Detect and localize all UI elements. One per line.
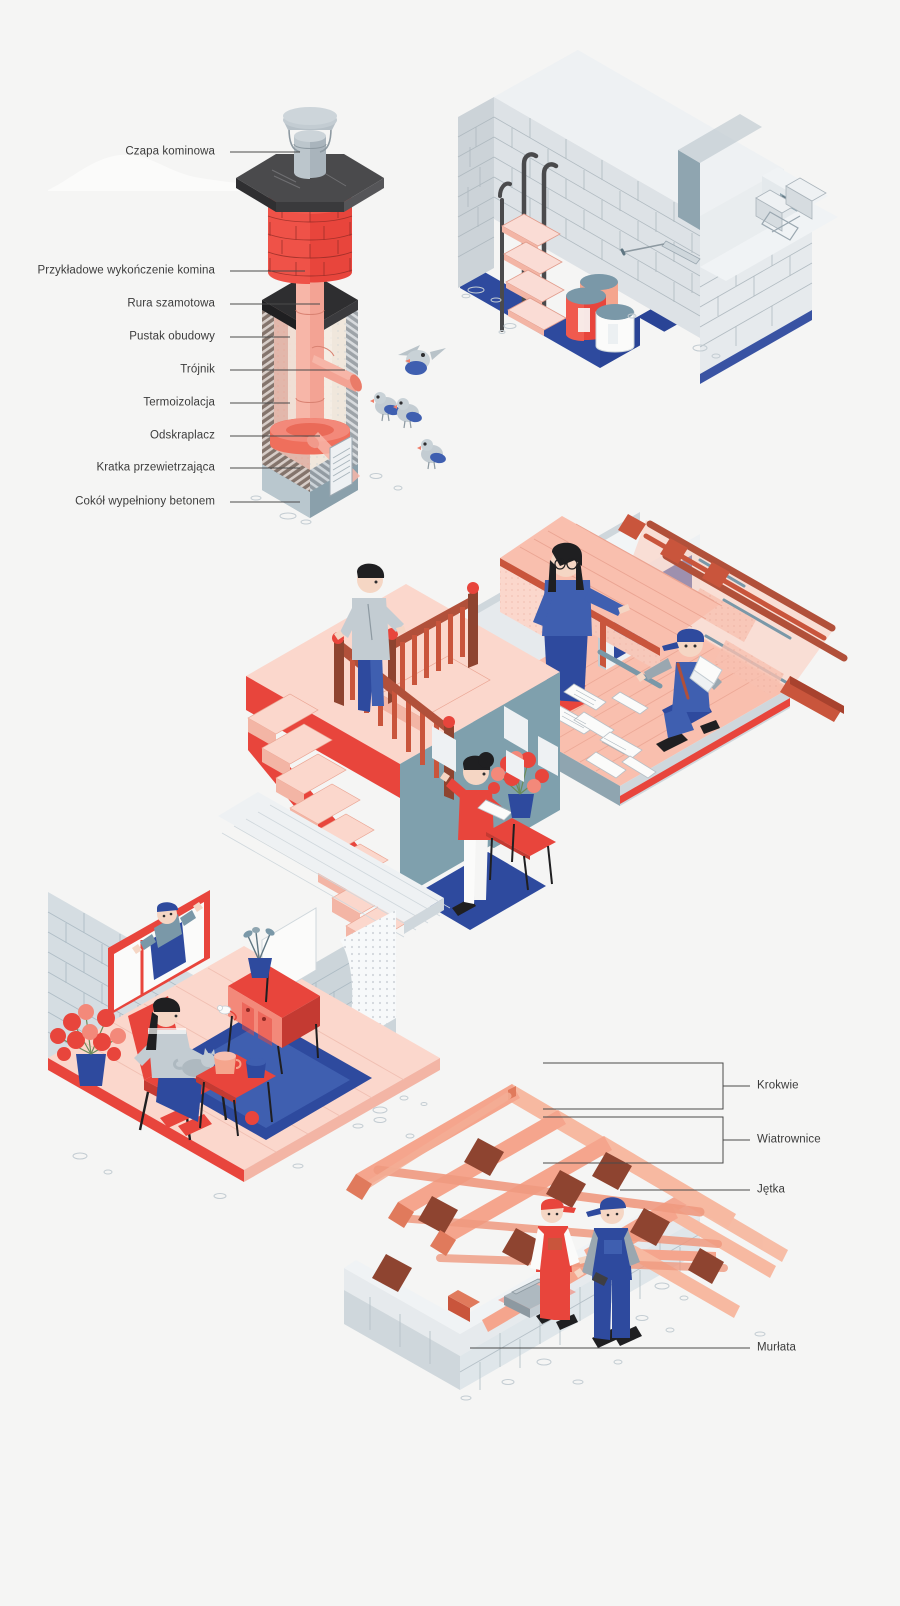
- window-with-worker[interactable]: [108, 890, 210, 1016]
- truss-label-wiatrownice: Wiatrownice: [757, 1133, 821, 1146]
- chimney-metal-cap: [283, 107, 337, 179]
- chimney-label-cokol: Cokół wypełniony betonem: [75, 495, 215, 508]
- bird-standing-1: [370, 392, 400, 422]
- ground-pebbles-chimney: [250, 473, 403, 525]
- truss-label-krokwie: Krokwie: [757, 1079, 799, 1092]
- truss-label-murlata: Murłata: [757, 1341, 797, 1354]
- callout-bracket: [543, 1116, 724, 1164]
- step-ladder[interactable]: [498, 152, 567, 336]
- toy-mouse: [217, 1005, 237, 1021]
- flower-table: [486, 751, 556, 891]
- person-worker-red: [530, 1198, 588, 1330]
- person-worker-attic: [636, 628, 723, 752]
- person-worker-window: [132, 902, 203, 980]
- tee-branch: [311, 345, 362, 392]
- background-cloud: [48, 154, 350, 191]
- callout-bracket: [543, 1062, 724, 1110]
- chimney-label-wykonczenie: Przykładowe wykończenie komina: [37, 264, 215, 277]
- chimney-label-termo: Termoizolacja: [143, 396, 215, 409]
- living-room-scene: [47, 792, 451, 1199]
- chimney-label-odskraplacz: Odskraplacz: [149, 429, 215, 442]
- truss-scene: [344, 1084, 788, 1401]
- wall-low-front: [699, 177, 838, 374]
- chimney-assembly: [236, 107, 446, 525]
- paint-buckets: [566, 274, 635, 353]
- sideboard: [227, 927, 320, 1075]
- ground-pebbles-wall: [461, 286, 721, 359]
- wall-construction-scene: [457, 50, 838, 384]
- armchair-and-woman: [128, 996, 228, 1141]
- bird-standing-3: [417, 439, 446, 470]
- chimney-label-rura: Rura szamotowa: [127, 297, 215, 310]
- bird-standing-2: [393, 398, 422, 429]
- wall-main-face: [493, 50, 784, 338]
- chimney-label-trojnik: Trójnik: [180, 363, 215, 376]
- person-woman-reading: [440, 752, 513, 916]
- person-architect: [533, 542, 630, 711]
- truss-label-jetka: Jętka: [757, 1183, 785, 1196]
- purlins-dark: [372, 1138, 724, 1292]
- person-man-stairs: [334, 563, 406, 712]
- loose-blocks: [755, 177, 827, 241]
- chimney-label-pustak: Pustak obudowy: [129, 330, 215, 343]
- scattered-papers: [547, 683, 657, 779]
- rafter-feet: [346, 1174, 456, 1256]
- person-worker-blue: [574, 1197, 642, 1348]
- chimney-label-kratka: Kratka przewietrzająca: [96, 461, 215, 474]
- flower-vase-living: [50, 1004, 126, 1086]
- ceiling-slab: [218, 792, 444, 922]
- chimney-label-czapa: Czapa kominowa: [125, 145, 215, 158]
- wall-frames: [432, 706, 558, 782]
- bird-flying: [398, 345, 446, 375]
- coffee-table: [196, 1051, 276, 1137]
- trowel-tool: [620, 240, 701, 265]
- vent-grille: [329, 435, 353, 497]
- murlata-beam: [448, 1296, 470, 1322]
- roof-slope-right: [620, 520, 848, 722]
- ground-pebbles-truss: [373, 1102, 766, 1401]
- foundation-slab: [460, 218, 812, 368]
- ground-pebbles-living: [72, 1095, 409, 1199]
- attic-scene: [470, 512, 848, 806]
- wall-opening: [678, 150, 700, 230]
